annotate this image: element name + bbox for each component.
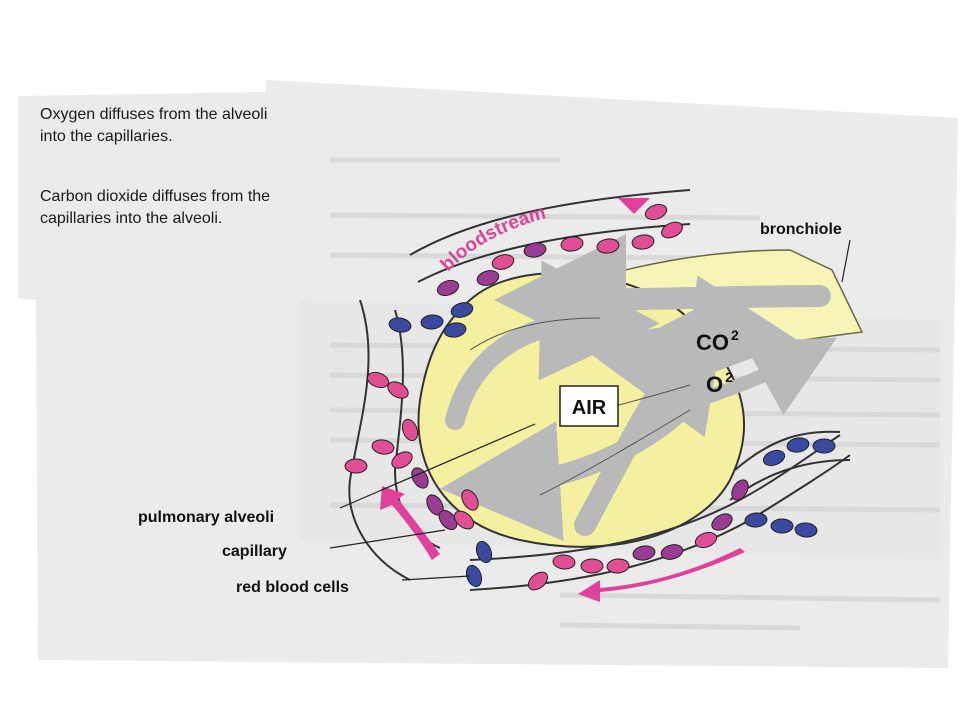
rbc <box>644 203 668 221</box>
rbc <box>371 439 395 455</box>
red-blood-cells <box>344 203 836 591</box>
capillary-top-outer <box>409 189 691 256</box>
rbc <box>453 510 475 530</box>
alveoli-leader <box>339 423 536 509</box>
rbc <box>391 451 413 469</box>
rbc <box>560 236 584 252</box>
rbc <box>411 467 429 489</box>
air-arrow-curve-up <box>445 260 660 430</box>
air-arrow-upward <box>574 291 729 536</box>
rbc <box>366 371 390 389</box>
rbc <box>770 518 794 534</box>
blood-arrow-top-icon <box>618 198 650 214</box>
rbc <box>631 234 655 250</box>
rbc-leader <box>401 575 471 581</box>
rbc <box>786 437 810 453</box>
capillary-label: capillary <box>222 543 287 560</box>
rbc <box>661 221 683 239</box>
leader-lines <box>329 239 851 581</box>
air-arrow-inflow <box>494 233 831 366</box>
rbc <box>388 317 412 333</box>
air-label: AIR <box>572 397 607 419</box>
bronchiole-label: bronchiole <box>760 221 842 238</box>
pulmonary-alveoli-label: pulmonary alveoli <box>138 509 274 526</box>
co2-caption-line-1: Carbon dioxide diffuses from the <box>40 188 271 205</box>
rbc <box>491 254 515 270</box>
red-blood-cells-label: red blood cells <box>236 579 349 596</box>
co2-caption-line-2: capillaries into the alveoli. <box>40 210 223 227</box>
capillary-leader <box>329 529 446 549</box>
rbc <box>387 381 409 399</box>
oxygen-caption-line-2: into the capillaries. <box>40 128 173 145</box>
capillary-left-outer <box>348 299 411 581</box>
rbc <box>465 564 483 588</box>
rbc <box>401 418 419 442</box>
rbc <box>552 554 576 570</box>
rbc <box>475 540 493 564</box>
rbc <box>744 512 768 528</box>
blood-arrow-left-icon <box>380 486 440 560</box>
rbc <box>632 545 656 561</box>
rbc <box>527 571 549 591</box>
rbc <box>450 302 474 318</box>
rbc <box>438 509 458 531</box>
oxygen-diffusion-caption: Oxygen diffuses from the alveoli into th… <box>40 104 310 148</box>
air-arrow-outflow <box>633 337 837 427</box>
rbc <box>731 479 749 501</box>
rbc <box>794 522 818 538</box>
bloodstream-arrows <box>380 198 745 602</box>
rbc <box>580 558 604 574</box>
capillary-bottom-inner <box>469 434 841 561</box>
rbc <box>476 270 500 286</box>
oxygen-caption-line-1: Oxygen diffuses from the alveoli <box>40 106 268 123</box>
capillary-right-outer <box>734 430 841 471</box>
rbc <box>606 558 630 574</box>
rbc <box>694 531 718 549</box>
rbc <box>523 242 547 258</box>
air-flow-arrows <box>440 233 837 542</box>
rbc <box>660 544 684 560</box>
rbc <box>344 458 368 474</box>
rbc <box>812 438 836 454</box>
rbc <box>711 513 733 531</box>
rbc <box>443 322 467 338</box>
rbc <box>762 449 786 467</box>
rbc <box>596 238 620 254</box>
rbc <box>461 489 479 511</box>
rbc <box>420 314 444 330</box>
blood-arrow-bottom-icon <box>578 548 745 602</box>
bronchiole-leader <box>841 239 851 283</box>
co2-diffusion-caption: Carbon dioxide diffuses from the capilla… <box>40 186 340 230</box>
rbc <box>436 279 460 297</box>
air-box <box>559 385 619 427</box>
